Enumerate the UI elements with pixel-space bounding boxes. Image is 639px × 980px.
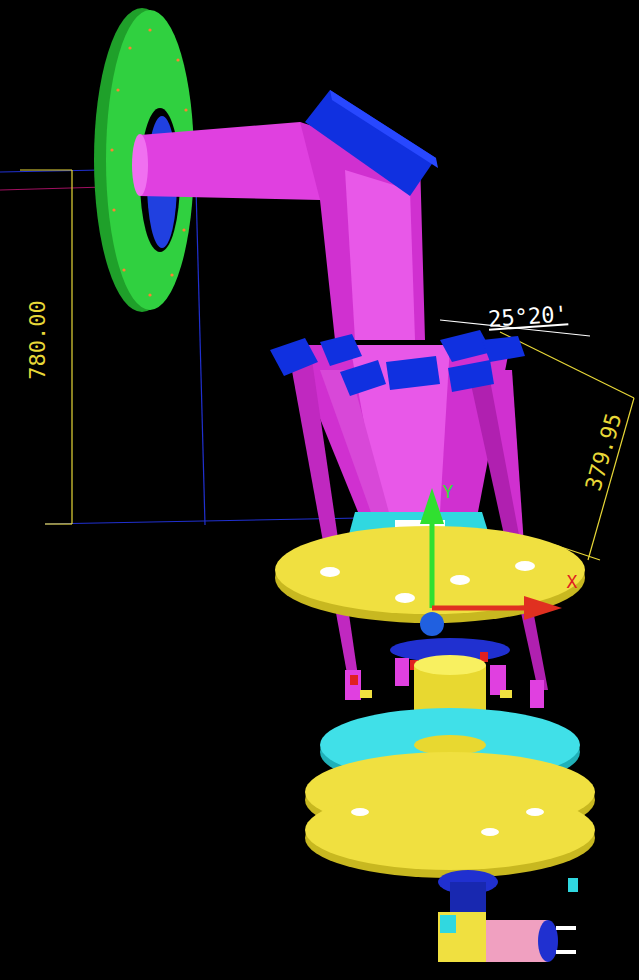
axis-label: Y	[443, 483, 454, 501]
axis-triad	[420, 488, 562, 636]
axis-label: X	[567, 573, 578, 591]
lower-mechanism	[305, 638, 595, 962]
upper-plate	[275, 512, 585, 623]
dimension-label: 780.00	[27, 300, 49, 379]
angle-dimension: 25°20'	[488, 303, 569, 330]
